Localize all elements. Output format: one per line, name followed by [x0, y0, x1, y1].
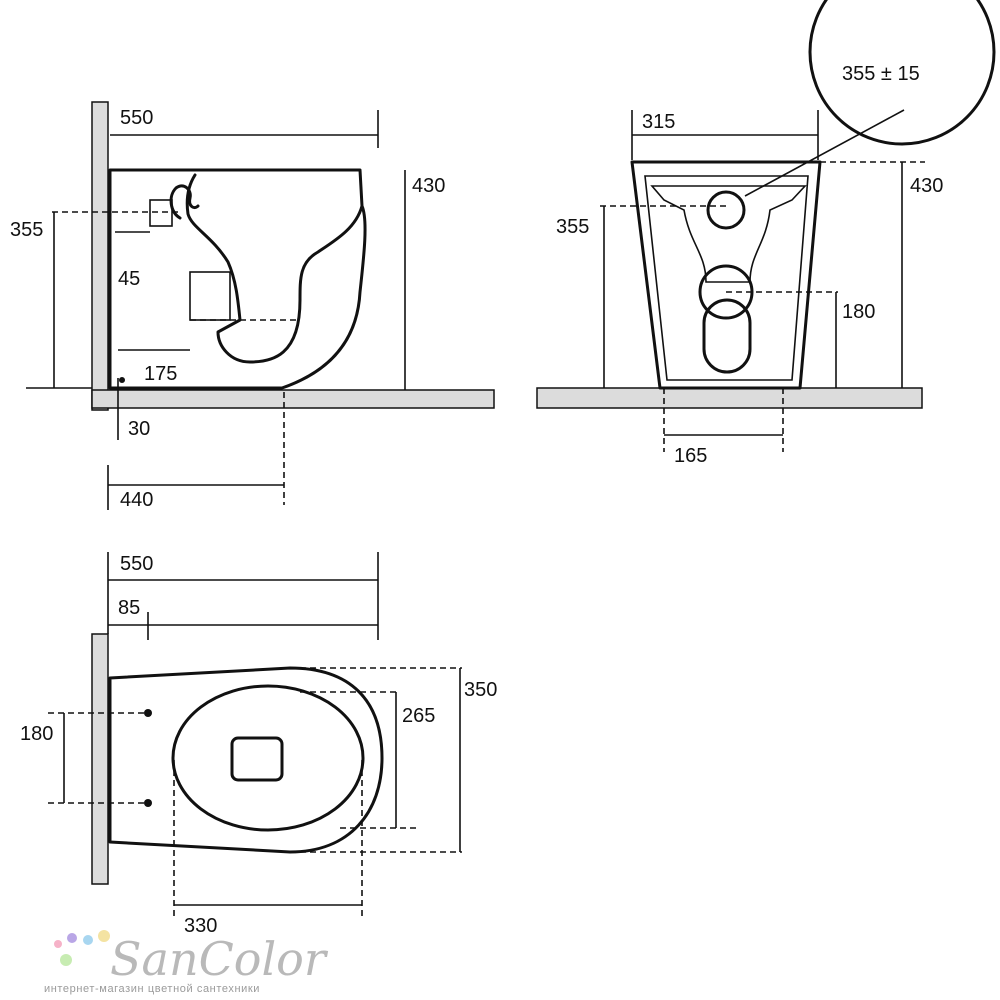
- side-view-width-label: 550: [120, 107, 153, 129]
- side-view-wall: [91, 101, 109, 411]
- logo-dot: [67, 933, 77, 943]
- logo-dot: [83, 935, 93, 945]
- logo-tagline: интернет-магазин цветной сантехники: [44, 983, 260, 995]
- front-view-outer-outline: [630, 160, 822, 390]
- top-view-fixing-hole-top: [144, 709, 152, 717]
- logo-dot: [60, 954, 72, 966]
- side-view-inlet-offset-label: 45: [118, 268, 140, 290]
- side-view-inlet-height-label: 355: [10, 219, 43, 241]
- side-view-bowl-outline: [108, 168, 367, 390]
- top-view-fixing-spacing-label: 180: [20, 723, 53, 745]
- top-view-fixing-offset-label: 85: [118, 597, 140, 619]
- watermark-logo: SanColor интернет-магазин цветной сантех…: [44, 930, 329, 995]
- top-view-seat-outline: [171, 684, 365, 832]
- top-view-outer-outline: [108, 666, 384, 854]
- side-view-outlet-box: [189, 271, 231, 321]
- side-view-floor-fixing-label: 30: [128, 418, 150, 440]
- top-view-seat-width-label: 265: [402, 705, 435, 727]
- detail-callout-leader: [744, 109, 905, 197]
- front-view-outlet-height-label: 180: [842, 301, 875, 323]
- side-view-outlet-distance-label: 440: [120, 489, 153, 511]
- top-view-fixing-hole-bottom: [144, 799, 152, 807]
- side-view-fixing-point: [119, 377, 125, 383]
- logo-brand: SanColor: [110, 932, 329, 986]
- top-view-width-label: 350: [464, 679, 497, 701]
- front-view-inlet-height-label: 355: [556, 216, 589, 238]
- front-view-fixing-spacing-label: 165: [674, 445, 707, 467]
- side-view-outlet-offset-label: 175: [144, 363, 177, 385]
- top-view-seat-length-label: 330: [184, 915, 217, 937]
- front-view-drain-slot: [702, 298, 752, 374]
- top-view-wall: [91, 633, 109, 885]
- front-view-floor: [536, 387, 923, 409]
- top-view-opening: [230, 736, 284, 782]
- front-view: 315 430 355 180 165 355 ± 15: [536, 0, 996, 467]
- front-view-height-label: 430: [910, 175, 943, 197]
- side-view: 550 430 355 45 175 30 440: [10, 101, 495, 511]
- side-view-flush-hook: [169, 184, 200, 220]
- side-view-floor: [91, 389, 495, 409]
- logo-dot: [54, 940, 62, 948]
- side-view-height-label: 430: [412, 175, 445, 197]
- top-view: 550 85 180 350 265 330: [20, 552, 497, 937]
- detail-callout-label: 355 ± 15: [842, 63, 920, 85]
- front-view-inlet-circle: [706, 190, 746, 230]
- front-view-inner-outline: [644, 175, 809, 381]
- logo-dot: [98, 930, 110, 942]
- detail-callout-circle: [808, 0, 996, 146]
- side-view-inlet-box: [149, 199, 173, 227]
- top-view-length-label: 550: [120, 553, 153, 575]
- front-view-width-label: 315: [642, 111, 675, 133]
